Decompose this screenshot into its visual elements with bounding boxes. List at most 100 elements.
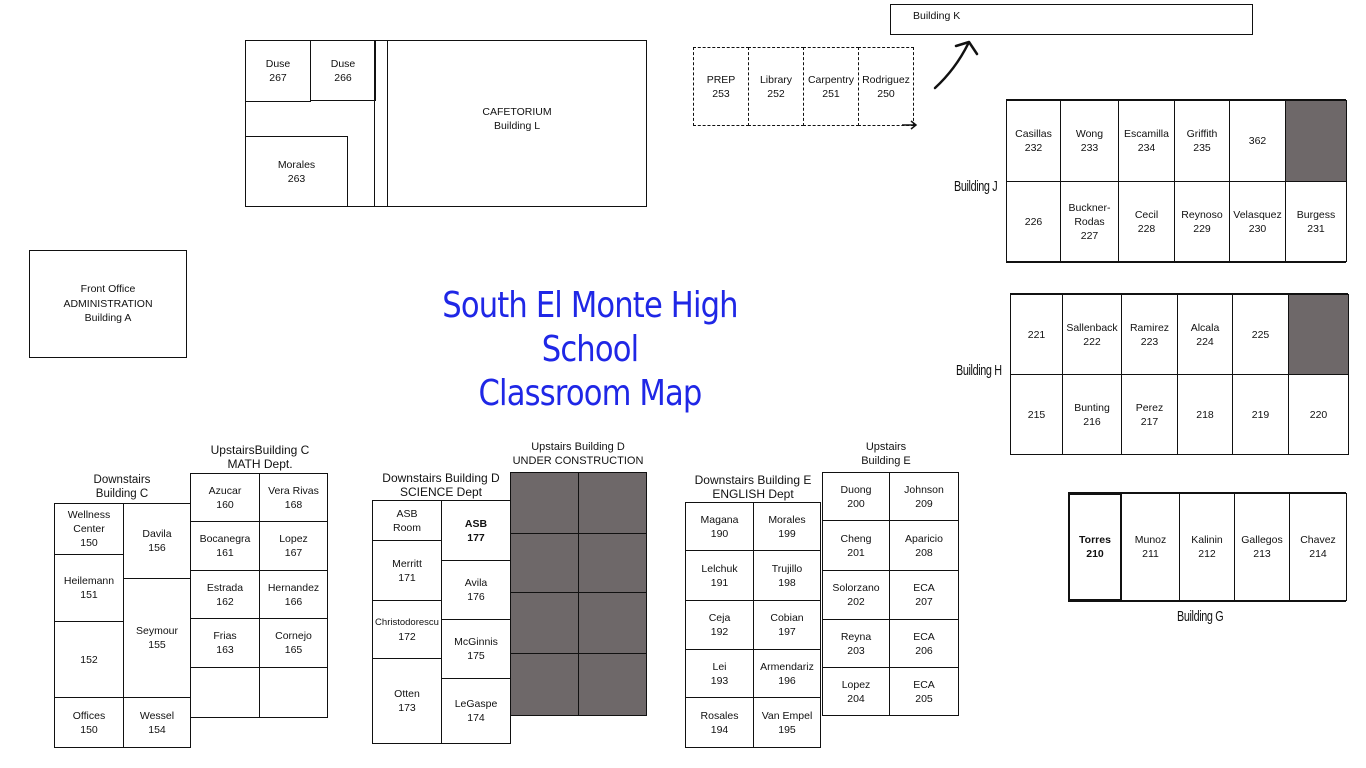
room-number: 173 <box>398 702 416 714</box>
room-name: Seymour <box>135 625 178 637</box>
room-number: 190 <box>710 527 729 540</box>
room-266[interactable]: Duse 266 <box>310 40 376 101</box>
room-name: ECA <box>913 678 935 691</box>
room-number: 227 <box>1080 229 1099 242</box>
building-k[interactable] <box>890 4 1253 35</box>
building-c-upstairs-label: UpstairsBuilding C MATH Dept. <box>210 443 310 471</box>
room-215[interactable]: 215 <box>1010 374 1063 455</box>
room-number: 253 <box>712 87 730 100</box>
room-226[interactable]: 226 <box>1006 181 1061 262</box>
building-a-front-office[interactable]: Front Office ADMINISTRATION Building A <box>29 250 187 358</box>
room-152[interactable]: 152 <box>54 621 124 698</box>
room-263[interactable]: Morales 263 <box>245 136 348 207</box>
room-220[interactable]: 220 <box>1288 374 1349 455</box>
room-number: 192 <box>710 626 729 638</box>
room-362[interactable]: 362 <box>1229 100 1286 182</box>
room-name: Aparicio <box>905 532 943 545</box>
room-267[interactable]: Duse 267 <box>245 40 311 102</box>
room-unavailable[interactable] <box>190 667 260 718</box>
room-218[interactable]: 218 <box>1177 374 1233 455</box>
room-number: 156 <box>148 542 166 554</box>
room-number: 199 <box>778 527 796 540</box>
unavailable-room <box>578 653 647 716</box>
room-250[interactable]: Rodriguez 250 <box>858 47 914 126</box>
room-251[interactable]: Carpentry 251 <box>803 47 859 126</box>
room-253[interactable]: PREP 253 <box>693 47 749 126</box>
room-name: Reynoso <box>1181 208 1223 221</box>
map-title-line2: Classroom Map <box>478 373 703 414</box>
room-219[interactable]: 219 <box>1232 374 1289 455</box>
map-title: South El Monte High School Classroom Map <box>420 284 760 416</box>
room-252[interactable]: Library 252 <box>748 47 804 126</box>
room-name: Perez <box>1135 401 1164 414</box>
room-name: Buckner- Rodas <box>1068 201 1111 228</box>
room-name: Chavez <box>1300 534 1336 546</box>
room-221[interactable]: 221 <box>1010 294 1063 375</box>
room-225[interactable]: 225 <box>1232 294 1289 375</box>
room-asb-room[interactable]: ASB Room <box>372 500 442 541</box>
cafetorium[interactable]: CAFETORIUM Building L <box>387 40 647 207</box>
room-unavailable[interactable] <box>259 667 328 718</box>
